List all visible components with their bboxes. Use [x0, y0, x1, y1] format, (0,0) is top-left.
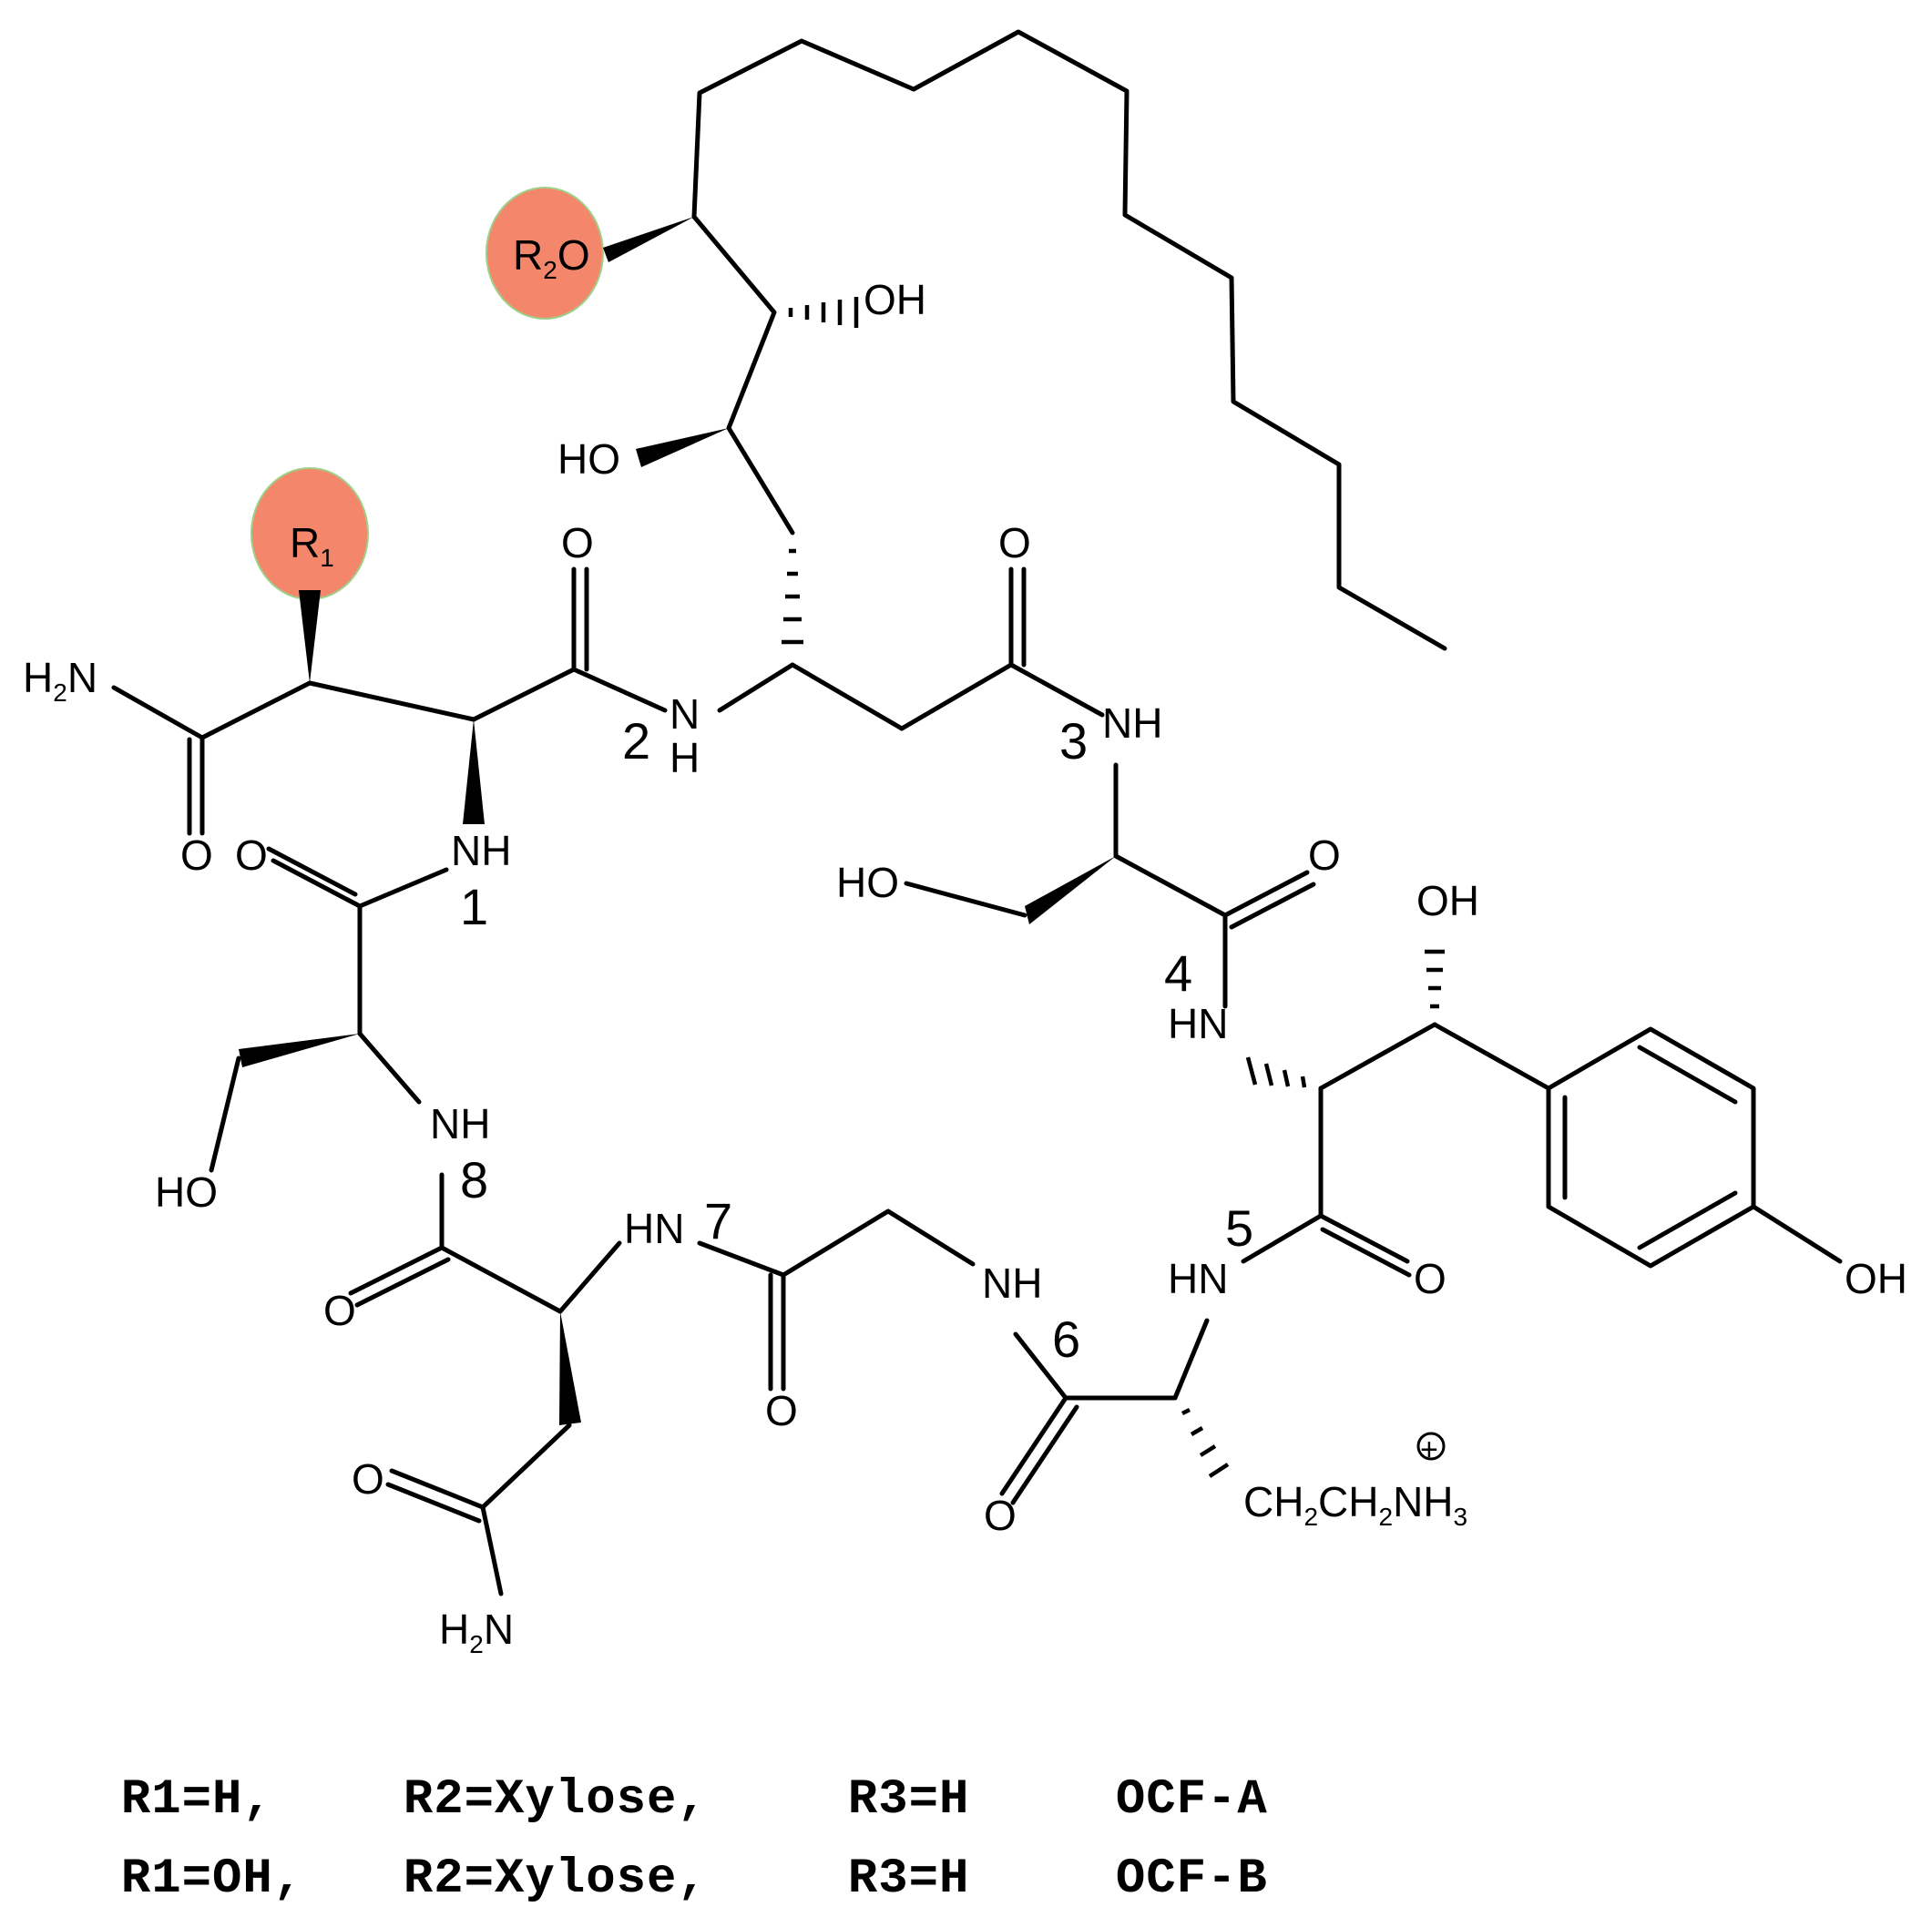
- ho-ser2-label: HO: [836, 859, 899, 906]
- hn4-hashed-bond: [1245, 1056, 1307, 1088]
- carbonyl-o-4: O: [235, 831, 268, 879]
- hn4-label: HN: [1168, 1000, 1228, 1047]
- carbonyl-o-3: O: [180, 831, 213, 879]
- lipid-chain: [691, 29, 1447, 651]
- carbonyl-o-8: O: [765, 1387, 798, 1434]
- ho-wedge-bond: [636, 428, 729, 467]
- legend-r1-value: R1=H,: [120, 1772, 273, 1828]
- oh-label-top: OH: [864, 276, 926, 323]
- hn5-label: HN: [1168, 1255, 1228, 1302]
- legend-r3-value: R3=H: [847, 1851, 970, 1907]
- ho-label-top: HO: [557, 435, 620, 483]
- legend-compound-name: OCF-B: [1115, 1851, 1268, 1907]
- legend-r2-value: R2=Xylose,: [403, 1772, 708, 1828]
- ammonium-charge-circle: [1416, 1432, 1446, 1461]
- ser2-wedge-bond: [1025, 856, 1116, 924]
- r2o-wedge-bond: [603, 217, 694, 262]
- r2-label: R2O: [513, 231, 590, 284]
- r1-label: R1: [290, 519, 334, 572]
- carbonyl-o-10: O: [352, 1455, 384, 1503]
- r1-wedge-bond: [299, 590, 321, 683]
- n2-label: N: [670, 690, 700, 738]
- oh-hashed-bond: [788, 297, 859, 328]
- asn-wedge-bond: [559, 1311, 581, 1425]
- carbonyl-o-9: O: [984, 1492, 1017, 1539]
- carbonyl-o-6: O: [1414, 1255, 1446, 1302]
- ammonium-plus-sign: +: [1420, 1433, 1438, 1467]
- residue-number-2: 2: [622, 712, 650, 770]
- residue-number-7: 7: [704, 1192, 732, 1249]
- ring-bonds: [111, 566, 1843, 1596]
- legend-row-2: R1=OH, R2=Xylose, R3=H OCF-B: [60, 1796, 1268, 1907]
- legend-r2-value: R2=Xylose,: [403, 1851, 708, 1907]
- nh8-label: NH: [430, 1100, 490, 1147]
- residue-number-5: 5: [1225, 1199, 1253, 1257]
- h2-label: H: [670, 734, 700, 781]
- legend-r1-value: R1=OH,: [120, 1851, 304, 1907]
- nh1-label: NH: [451, 827, 511, 874]
- nh1-wedge-bond: [463, 719, 485, 824]
- legend-r3-value: R3=H: [847, 1772, 970, 1828]
- dab-side-chain-label: CH2CH2NH3: [1243, 1478, 1467, 1531]
- carbonyl-o-2: O: [998, 519, 1031, 566]
- carbonyl-o-7: O: [323, 1287, 356, 1334]
- ser1-wedge-bond: [239, 1034, 360, 1067]
- thr-oh-hashed-bond: [1425, 949, 1445, 1009]
- legend-compound-name: OCF-A: [1115, 1772, 1268, 1828]
- residue-number-1: 1: [460, 878, 488, 935]
- dab-hashed-bond: [1181, 1407, 1230, 1478]
- residue-number-8: 8: [460, 1151, 488, 1208]
- h2n-label-bottom: H2N: [439, 1606, 514, 1658]
- carbonyl-o-1: O: [561, 519, 594, 566]
- residue-number-6: 6: [1052, 1310, 1080, 1368]
- oh-thr-label: OH: [1416, 877, 1479, 924]
- residue-number-4: 4: [1164, 944, 1192, 1002]
- oh-tyr-label: OH: [1845, 1255, 1907, 1302]
- legend-row-1: R1=H, R2=Xylose, R3=H OCF-A: [60, 1717, 1268, 1828]
- nh3-label: NH: [1102, 699, 1162, 747]
- beta-amino-hashed-bond: [782, 548, 803, 645]
- hn7-label: HN: [624, 1205, 684, 1252]
- carbonyl-o-5: O: [1308, 831, 1341, 879]
- residue-number-3: 3: [1059, 712, 1088, 770]
- nh6-label: NH: [982, 1259, 1042, 1307]
- h2n-label-left: H2N: [23, 654, 97, 707]
- ho-ser1-label: HO: [155, 1168, 218, 1216]
- r2-highlight-circle: [486, 187, 604, 320]
